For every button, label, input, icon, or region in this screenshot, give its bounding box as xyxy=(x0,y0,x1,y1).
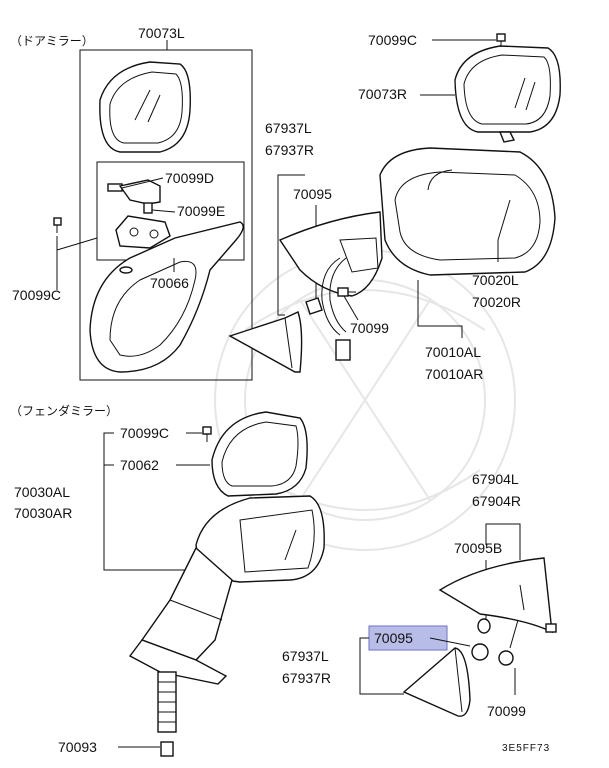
highlight-70095[interactable] xyxy=(368,625,448,651)
label-70010AR: 70010AR xyxy=(425,366,483,382)
label-70062: 70062 xyxy=(120,457,159,473)
diagram-code: 3E5FF73 xyxy=(502,743,550,754)
label-67904R: 67904R xyxy=(472,493,521,509)
label-70099C-mid: 70099C xyxy=(120,425,169,441)
garnish-67904 xyxy=(438,557,557,634)
mirror-glass-left xyxy=(99,61,191,153)
clip-70095-bottom xyxy=(471,618,491,661)
label-70095-highlight[interactable]: 70095 xyxy=(374,630,413,646)
label-67937R-top: 67937R xyxy=(265,142,314,158)
bolt-70099-top xyxy=(337,287,356,297)
label-70099E: 70099E xyxy=(177,203,225,219)
screw-70099C-mid xyxy=(202,426,212,442)
section-fender-mirror: （フェンダミラー） xyxy=(10,403,118,418)
wiring-harness xyxy=(321,257,351,361)
label-70066: 70066 xyxy=(150,275,189,291)
label-70030AL: 70030AL xyxy=(14,484,70,500)
label-70073R: 70073R xyxy=(358,86,407,102)
door-mirror-frame xyxy=(79,49,253,381)
label-67937L-bottom: 67937L xyxy=(282,648,329,664)
label-70099-top: 70099 xyxy=(350,320,389,336)
clip-70095-top xyxy=(305,297,323,315)
section-door-mirror: （ドアミラー） xyxy=(10,34,94,48)
label-70099-bottom: 70099 xyxy=(487,703,526,719)
label-70099D: 70099D xyxy=(165,170,214,186)
label-70020R: 70020R xyxy=(472,294,521,310)
label-67904L: 67904L xyxy=(472,471,519,487)
fender-mirror-glass xyxy=(211,411,308,497)
label-70093: 70093 xyxy=(58,739,97,755)
label-70095-top: 70095 xyxy=(293,186,332,202)
mounting-bolt-spring xyxy=(157,671,177,757)
garnish-67937-bottom xyxy=(402,647,471,717)
label-67937L-top: 67937L xyxy=(265,120,312,136)
mirror-housing xyxy=(278,147,556,297)
bolt-70099-bottom xyxy=(498,619,519,666)
fender-mirror-body xyxy=(128,495,325,685)
screw-70099C-left xyxy=(53,217,62,233)
label-67937R-bottom: 67937R xyxy=(282,670,331,686)
label-70095B: 70095B xyxy=(454,540,502,556)
mirror-base xyxy=(89,221,244,373)
label-70073L: 70073L xyxy=(138,25,185,41)
bracket-assembly xyxy=(107,179,171,249)
mirror-glass-right xyxy=(454,45,561,143)
label-70030AR: 70030AR xyxy=(14,505,72,521)
garnish-67937-top xyxy=(228,311,303,373)
label-70099C-left: 70099C xyxy=(12,287,61,303)
label-70099C-top: 70099C xyxy=(368,32,417,48)
label-70010AL: 70010AL xyxy=(425,344,481,360)
label-70020L: 70020L xyxy=(472,272,519,288)
